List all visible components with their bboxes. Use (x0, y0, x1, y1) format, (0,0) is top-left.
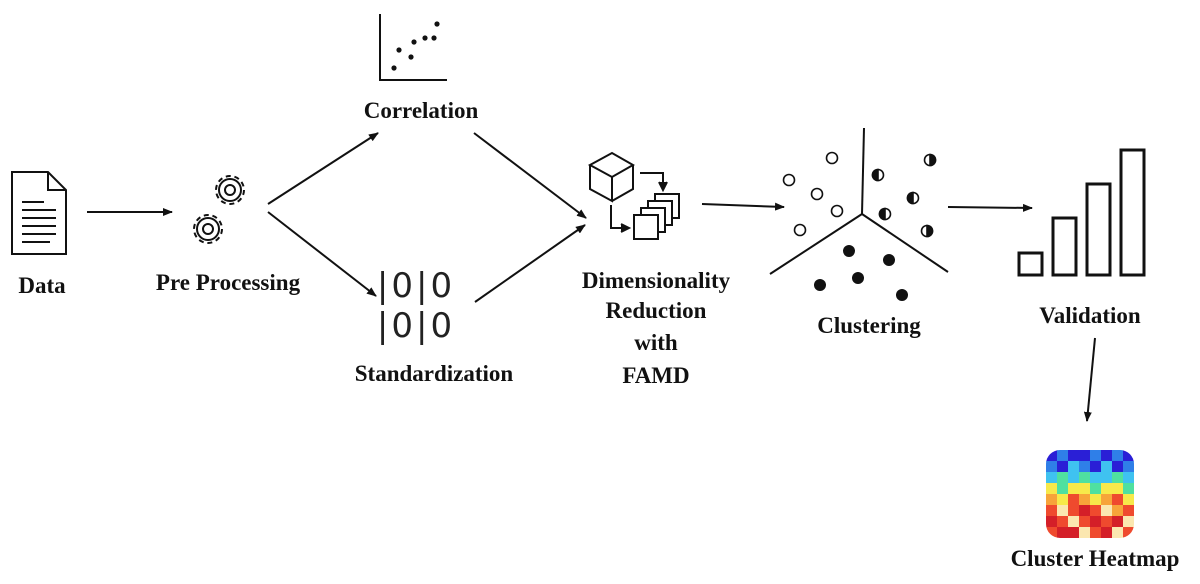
heatmap-cell (1112, 472, 1124, 484)
heatmap-cell (1090, 472, 1102, 484)
heatmap-cell (1123, 494, 1134, 506)
heatmap-cell (1123, 527, 1134, 538)
heatmap-cell (1079, 527, 1091, 538)
heatmap-cell (1101, 516, 1113, 528)
heatmap-cell (1112, 516, 1124, 528)
heatmap-cell (1123, 461, 1134, 473)
heatmap-cell (1079, 472, 1091, 484)
scatter-plot-icon (379, 14, 447, 81)
binary-digits-icon: |0|0 |0|0 (377, 266, 455, 346)
famd-label-line-3: with (634, 330, 678, 355)
heatmap-cell (1090, 450, 1102, 462)
heatmap-label: Cluster Heatmap (1011, 546, 1180, 571)
heatmap-cell (1112, 527, 1124, 538)
heatmap-cell (1101, 483, 1113, 495)
heatmap-cell (1068, 527, 1080, 538)
heatmap-cell (1101, 527, 1113, 538)
correlation-label: Correlation (364, 98, 479, 123)
gears-icon (193, 175, 245, 244)
heatmap-cell (1123, 472, 1134, 484)
heatmap-cell (1101, 450, 1113, 462)
heatmap-cell (1112, 450, 1124, 462)
heatmap-cell (1057, 494, 1069, 506)
heatmap-cell (1101, 505, 1113, 517)
heatmap-cell (1112, 494, 1124, 506)
heatmap-cell (1046, 450, 1058, 462)
heatmap-cell (1101, 472, 1113, 484)
heatmap-cell (1090, 461, 1102, 473)
heatmap-cell (1112, 505, 1124, 517)
heatmap-cell (1068, 472, 1080, 484)
heatmap-cell (1079, 505, 1091, 517)
arrow-clustering-to-validation (947, 203, 1033, 212)
heatmap-cell (1046, 472, 1058, 484)
heatmap-cell (1123, 483, 1134, 495)
heatmap-cell (1057, 472, 1069, 484)
famd-label: Dimensionality Reduction with FAMD (582, 268, 731, 388)
heatmap-cell (1046, 527, 1058, 538)
heatmap-cell (1123, 505, 1134, 517)
preprocessing-label: Pre Processing (156, 270, 301, 295)
cluster-partition-icon (769, 127, 949, 301)
heatmap-cell (1090, 527, 1102, 538)
standardization-label: Standardization (355, 361, 514, 386)
heatmap-cell (1046, 516, 1058, 528)
binary-row-1: |0|0 (377, 266, 455, 306)
document-icon (11, 171, 67, 255)
heatmap-cell (1068, 505, 1080, 517)
heatmap-cell (1057, 516, 1069, 528)
famd-label-line-2: Reduction (606, 298, 707, 323)
heatmap-cell (1057, 505, 1069, 517)
heatmap-cell (1101, 494, 1113, 506)
heatmap-cell (1079, 516, 1091, 528)
heatmap-cell (1090, 505, 1102, 517)
arrow-preprocessing-to-correlation (267, 132, 379, 205)
clustering-label: Clustering (817, 313, 921, 338)
famd-label-line-1: Dimensionality (582, 268, 731, 293)
heatmap-icon (1046, 450, 1134, 538)
heatmap-cell (1068, 483, 1080, 495)
binary-row-2: |0|0 (377, 306, 455, 346)
data-label: Data (18, 273, 66, 298)
heatmap-cell (1068, 494, 1080, 506)
heatmap-cell (1057, 527, 1069, 538)
heatmap-cell (1090, 483, 1102, 495)
arrow-correlation-to-famd (473, 132, 587, 219)
heatmap-cell (1090, 516, 1102, 528)
bar-chart-icon (1017, 148, 1146, 277)
heatmap-cell (1057, 483, 1069, 495)
heatmap-cell (1112, 483, 1124, 495)
arrow-standardization-to-famd (474, 224, 586, 303)
connector-arrows (87, 132, 1096, 422)
heatmap-cell (1068, 461, 1080, 473)
famd-label-line-4: FAMD (622, 363, 689, 388)
heatmap-cell (1068, 450, 1080, 462)
heatmap-cell (1079, 483, 1091, 495)
heatmap-cell (1046, 461, 1058, 473)
heatmap-cell (1101, 461, 1113, 473)
arrow-preprocessing-to-standardization (267, 211, 377, 297)
arrow-famd-to-clustering (701, 202, 785, 211)
arrow-validation-to-heatmap (1083, 337, 1096, 422)
heatmap-cell (1057, 461, 1069, 473)
validation-label: Validation (1039, 303, 1141, 328)
heatmap-cell (1079, 461, 1091, 473)
heatmap-cell (1090, 494, 1102, 506)
heatmap-cell (1079, 494, 1091, 506)
heatmap-cell (1112, 461, 1124, 473)
heatmap-cell (1046, 494, 1058, 506)
heatmap-cell (1079, 450, 1091, 462)
heatmap-cell (1123, 450, 1134, 462)
heatmap-cell (1057, 450, 1069, 462)
cube-to-layers-icon (587, 151, 680, 240)
heatmap-cell (1068, 516, 1080, 528)
heatmap-cell (1046, 505, 1058, 517)
heatmap-cell (1123, 516, 1134, 528)
heatmap-cell (1046, 483, 1058, 495)
